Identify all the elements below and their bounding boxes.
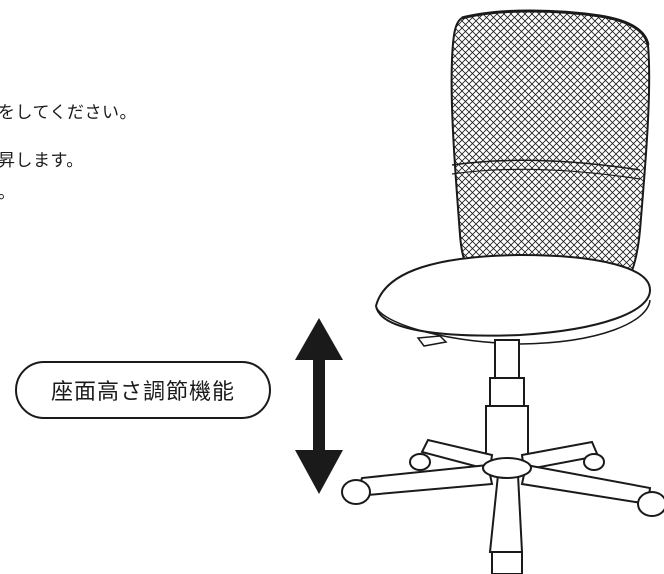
casters	[341, 453, 664, 574]
instruction-line-3: 。	[0, 178, 16, 203]
height-adjust-feature-label: 座面高さ調節機能	[15, 361, 271, 419]
instruction-line-1: をしてください。	[0, 103, 137, 123]
height-adjust-arrow-icon	[295, 318, 343, 494]
gas-cylinder	[485, 339, 529, 465]
seat	[374, 253, 652, 347]
instruction-line-2: 昇します。	[0, 151, 84, 171]
star-base	[354, 438, 652, 553]
backrest	[450, 9, 651, 302]
